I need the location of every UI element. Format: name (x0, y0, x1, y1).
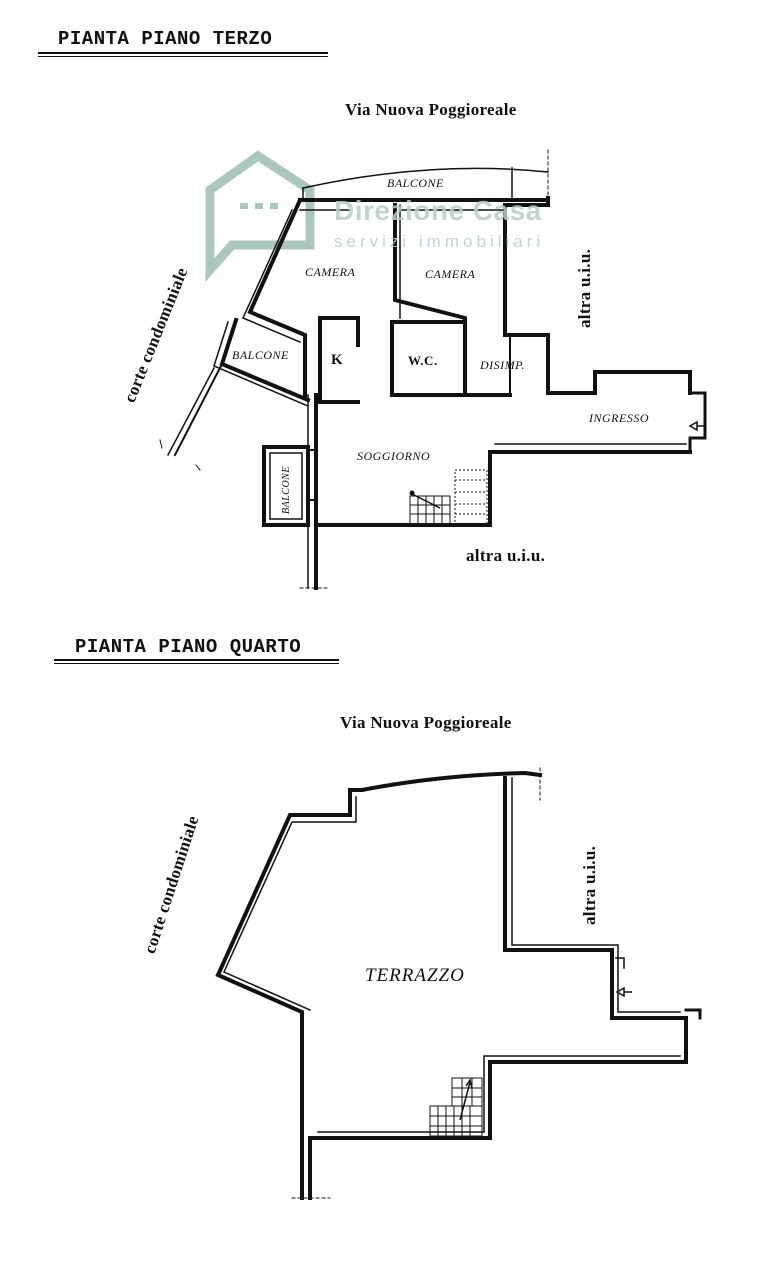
third-floor-street-label: Via Nuova Poggioreale (345, 100, 517, 119)
fourth-floor-street-label: Via Nuova Poggioreale (340, 713, 512, 732)
room-camera-left: CAMERA (305, 265, 356, 279)
fourth-floor-right-label: altra u.i.u. (580, 845, 599, 925)
fourth-floor-walls (215, 767, 702, 1200)
fourth-floor-stairs (429, 1077, 483, 1137)
room-disimpegno: DISIMP. (480, 358, 525, 372)
room-balcone-bottom: BALCONE (281, 466, 292, 514)
room-balcone-top: BALCONE (387, 176, 444, 190)
third-floor-title: PIANTA PIANO TERZO (58, 28, 273, 50)
third-floor-bottom-label: altra u.i.u. (466, 546, 546, 565)
room-soggiorno: SOGGIORNO (357, 449, 431, 463)
third-floor-right-label: altra u.i.u. (575, 248, 594, 328)
third-floor-walls (159, 149, 707, 590)
fourth-floor-title-underline (54, 659, 339, 664)
third-floor-title-underline (38, 52, 328, 57)
room-camera-right: CAMERA (425, 267, 476, 281)
room-ingresso: INGRESSO (589, 411, 649, 425)
room-kitchen: K (331, 352, 344, 368)
watermark-name: Direzione Casa (334, 195, 542, 226)
room-wc: W.C. (408, 353, 438, 368)
watermark-logo-icon (205, 150, 315, 282)
third-floor-entrance-arrow-icon (688, 420, 705, 432)
fourth-floor-title: PIANTA PIANO QUARTO (75, 636, 302, 658)
room-terrazzo: TERRAZZO (365, 965, 465, 986)
third-floor-stairs (409, 469, 488, 525)
fourth-floor-entrance-arrow-icon (615, 986, 632, 998)
room-balcone-left: BALCONE (232, 348, 289, 362)
watermark-tagline: servizi immobiliari (334, 232, 545, 251)
